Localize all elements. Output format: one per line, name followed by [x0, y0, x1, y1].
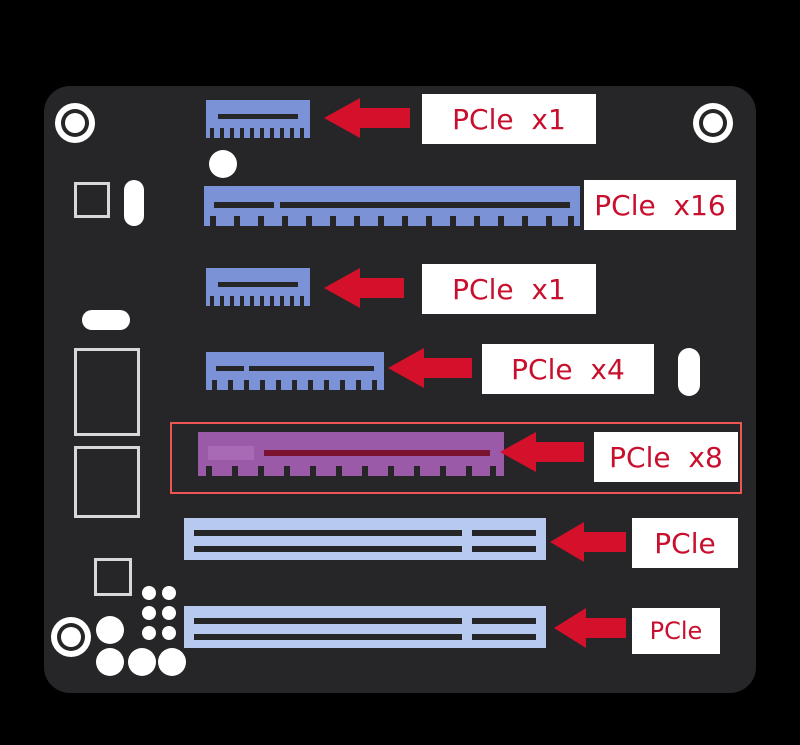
pcie-slot-3 [206, 268, 310, 306]
component-square-small [94, 558, 132, 596]
component-dot-large [158, 648, 186, 676]
screw-hole-bottom-left-icon [50, 616, 92, 658]
arrow-slot-7-icon [554, 608, 626, 648]
component-dot [209, 150, 237, 178]
component-dot-large [96, 616, 124, 644]
component-dot [162, 606, 176, 620]
component-dot [162, 626, 176, 640]
highlight-box-x8 [170, 422, 742, 494]
pcie-slot-5 [198, 432, 504, 476]
slot-6-label: PCle [632, 518, 738, 568]
arrow-slot-1-icon [324, 98, 410, 138]
component-rect-upper [74, 348, 140, 436]
component-pill-right [678, 348, 700, 396]
slot-3-label: PCle x1 [422, 264, 596, 314]
slot-5-label: PCle x8 [594, 432, 738, 482]
pcie-slot-2 [204, 186, 580, 226]
component-pill-vertical [124, 180, 144, 226]
pcie-slot-7 [184, 606, 546, 648]
component-square [74, 182, 110, 218]
component-dot-large [128, 648, 156, 676]
pcie-slot-1 [206, 100, 310, 138]
slot-4-label: PCle x4 [482, 344, 654, 394]
pcie-slot-4 [206, 352, 384, 390]
motherboard: PCle x1 PCle x16 PCle x1 PCle x4 PCle x8… [44, 86, 756, 693]
slot-1-label: PCle x1 [422, 94, 596, 144]
component-rect-lower [74, 446, 140, 518]
arrow-slot-5-icon [500, 432, 584, 472]
pcie-slot-6 [184, 518, 546, 560]
component-pill-horizontal [82, 310, 130, 330]
arrow-slot-3-icon [324, 268, 404, 308]
component-dot [162, 586, 176, 600]
component-dot [142, 586, 156, 600]
slot-7-label: PCle [632, 608, 720, 654]
component-dot [142, 626, 156, 640]
component-dot-large [96, 648, 124, 676]
component-dot [142, 606, 156, 620]
arrow-slot-6-icon [550, 522, 626, 562]
screw-hole-top-right-icon [692, 102, 734, 144]
screw-hole-top-left-icon [54, 102, 96, 144]
slot-2-label: PCle x16 [584, 180, 736, 230]
arrow-slot-4-icon [388, 348, 472, 388]
